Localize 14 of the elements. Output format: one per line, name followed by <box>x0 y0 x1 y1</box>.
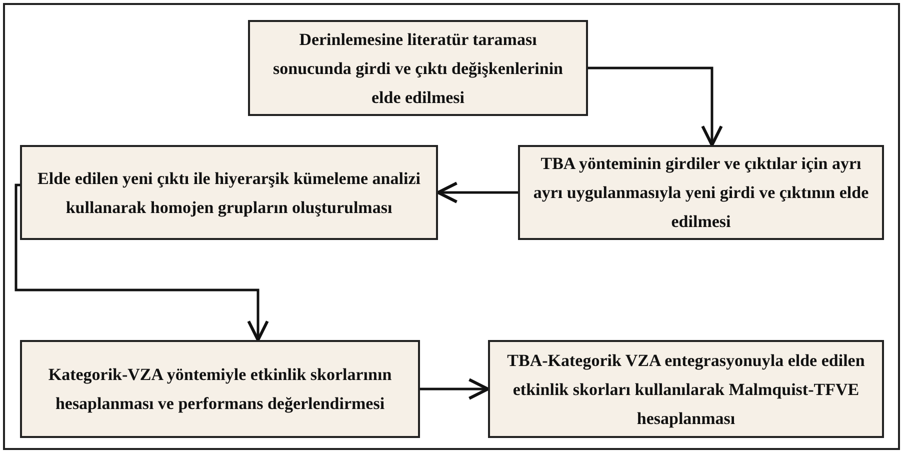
box-text: TBA-Kategorik VZA entegrasyonuyla elde edilen etkinlik skorları kullanılarak Malmquist-TFVE hesaplanması <box>506 350 866 430</box>
process-box <box>248 20 588 116</box>
arrow <box>588 66 723 146</box>
box-text: TBA yönteminin girdiler ve çıktılar için ayrı ayrı uygulanmasıyla yeni girdi ve çıktının elde edilmesi <box>532 153 870 233</box>
box-text: Kategorik-VZA yöntemiyle etkinlik skorlarının hesaplanması ve performans değerlendirmesi <box>47 364 393 415</box>
process-box <box>20 145 438 240</box>
process-box <box>488 340 884 438</box>
arrow <box>436 182 518 204</box>
arrow <box>420 378 490 400</box>
process-box <box>518 145 884 240</box>
box-text: Elde edilen yeni çıktı ile hiyerarşik kümeleme analizi kullanarak homojen grupların oluşturulması <box>36 168 422 219</box>
arrow <box>14 184 269 342</box>
box-text: Derinlemesine literatür taraması sonucunda girdi ve çıktı değişkenlerinin elde edilmesi <box>272 28 564 108</box>
process-box <box>20 340 420 438</box>
